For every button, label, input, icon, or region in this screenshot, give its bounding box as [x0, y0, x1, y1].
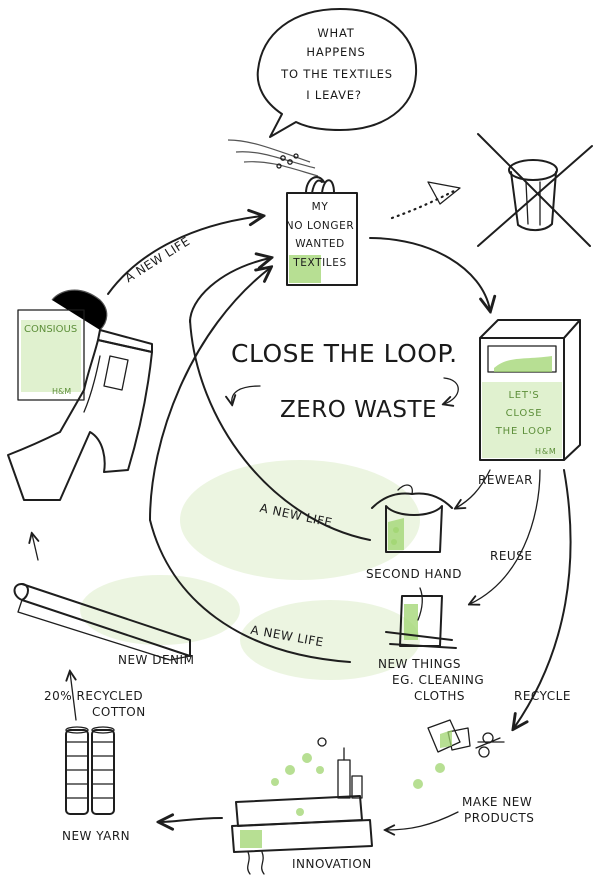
inner-loop-line: [189, 319, 371, 541]
box-line-3: THE LOOP: [495, 426, 553, 437]
bubble-line-3: TO THE TEXTILES: [280, 67, 393, 81]
bubble-line-2: HAPPENS: [306, 45, 365, 59]
speech-bubble-icon: WHAT HAPPENS TO THE TEXTILES I LEAVE?: [256, 8, 418, 138]
arrow-reuse: [470, 469, 541, 604]
bag-line-2: NO LONGER: [286, 220, 355, 232]
cleaning-cloths-icon: [385, 587, 457, 649]
fabric-bits: [271, 737, 445, 816]
yarn-spools-icon: [65, 726, 115, 815]
arrow-bag-to-box: [369, 237, 490, 310]
dotted-arrow-head: [427, 181, 461, 205]
outer-loop-line: [149, 519, 351, 663]
shredded-fabric-icon: [427, 719, 471, 753]
label-new-yarn: NEW YARN: [62, 829, 130, 843]
label-recycled-cotton-2: COTTON: [92, 705, 146, 719]
bag-line-1: MY: [312, 201, 329, 213]
watercolor-wash: [80, 460, 420, 680]
dotted-arrow: [390, 188, 458, 220]
label-recycled-cotton-1: 20% RECYCLED: [44, 689, 143, 703]
bag-line-3: WANTED: [295, 238, 345, 250]
tag-text: CONSIOUS: [24, 324, 77, 335]
small-arrow-left: [232, 385, 261, 404]
arrow-yarn-up: [70, 672, 77, 721]
label-second-hand: SECOND HAND: [366, 567, 462, 581]
label-recycle: RECYCLE: [514, 689, 571, 703]
label-new-things-1: NEW THINGS: [378, 657, 461, 671]
box-line-1: LET'S: [508, 390, 539, 401]
arrow-recycle: [514, 469, 572, 728]
box-line-2: CLOSE: [506, 408, 543, 419]
tag-brand: H&M: [52, 387, 71, 396]
label-new-life-top: A NEW LIFE: [122, 234, 192, 285]
arrow-rewear: [456, 469, 491, 508]
arrow-outer-loop-up: [149, 268, 270, 521]
label-new-denim: NEW DENIM: [118, 653, 194, 667]
top-on-hanger-icon: [371, 484, 453, 553]
close-the-loop-title: CLOSE THE LOOP.: [231, 339, 458, 368]
scissors-icon: [475, 732, 505, 758]
label-new-things-2: EG. CLEANING: [392, 673, 484, 687]
arrow-inner-loop-up: [189, 258, 270, 323]
arrow-new-life-top: [107, 216, 262, 295]
bubble-line-4: I LEAVE?: [306, 88, 362, 102]
shopping-bag-icon: MY NO LONGER WANTED TEXTILES: [227, 139, 358, 286]
hang-tag-icon: CONSIOUS H&M: [17, 289, 108, 401]
label-innovation: INNOVATION: [292, 857, 372, 871]
crossed-out-bin-icon: [477, 133, 593, 247]
label-make-new-2: PRODUCTS: [464, 811, 534, 825]
arrow-to-yarn: [160, 818, 223, 822]
label-new-things-3: CLOTHS: [414, 689, 465, 703]
collection-box-icon: LET'S CLOSE THE LOOP H&M: [479, 319, 581, 461]
box-brand: H&M: [535, 447, 557, 456]
zero-waste-subtitle: ZERO WASTE: [280, 397, 437, 423]
label-rewear: REWEAR: [478, 473, 533, 487]
bubble-line-1: WHAT: [317, 26, 354, 40]
label-make-new-1: MAKE NEW: [462, 795, 532, 809]
small-arrow-right: [444, 377, 459, 404]
bag-line-4: TEXTILES: [292, 257, 347, 269]
factory-machine-icon: [231, 747, 373, 875]
denim-roll-icon: [13, 583, 191, 661]
arrow-denim-up: [32, 534, 38, 561]
jeans-icon: [7, 329, 153, 501]
label-reuse: REUSE: [490, 549, 532, 563]
arrow-make-new: [386, 811, 459, 830]
